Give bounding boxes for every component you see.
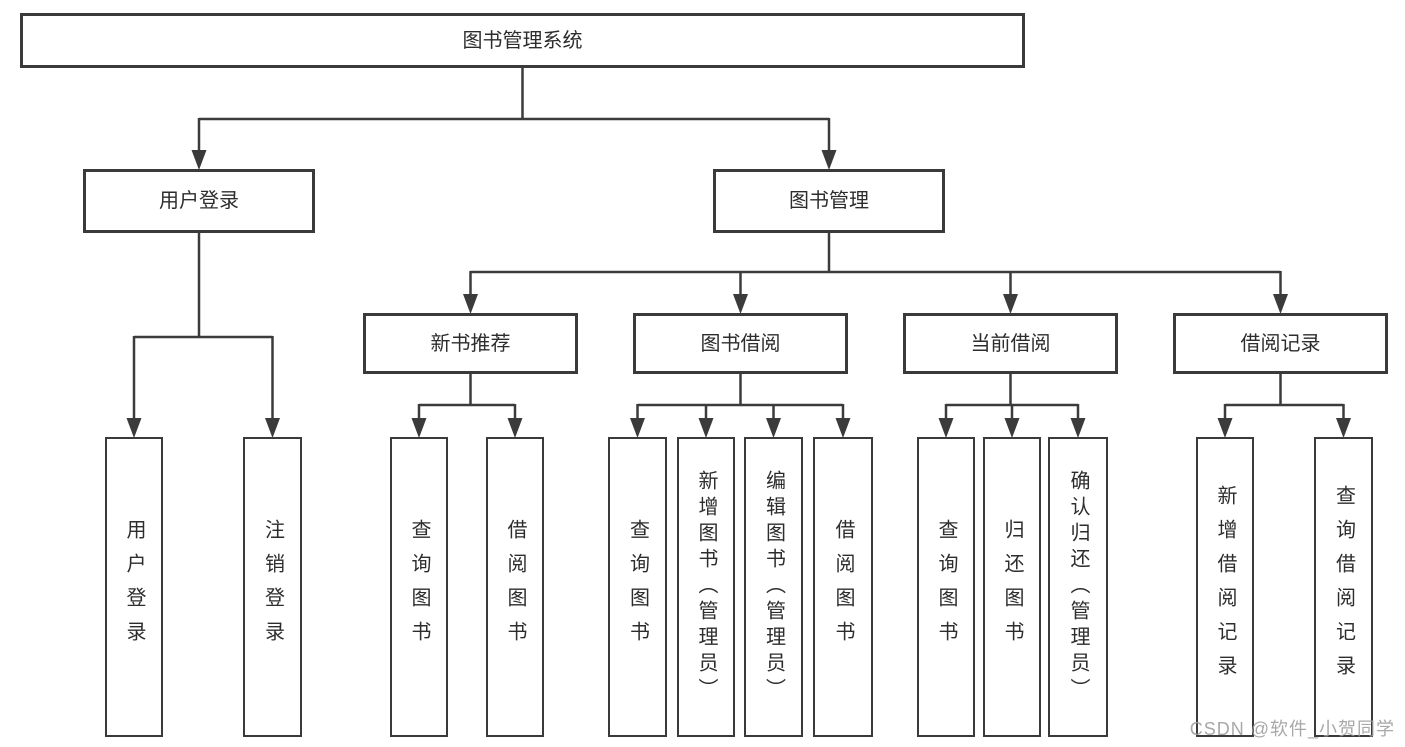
diagram-node-leaf-query-book-3: 查询图书	[917, 437, 975, 737]
diagram-node-label: 注销登录	[261, 519, 284, 655]
diagram-node-label: 查询图书	[408, 519, 430, 655]
diagram-node-label: 图书管理系统	[462, 29, 583, 52]
diagram-node-label: 借阅记录	[1240, 332, 1321, 355]
diagram-node-leaf-query-book-2: 查询图书	[608, 437, 667, 737]
diagram-node-leaf-user-login: 用户登录	[105, 437, 163, 737]
diagram-node-leaf-add-borrow-rec: 新增借阅记录	[1196, 437, 1254, 737]
diagram-node-book-mgmt: 图书管理	[713, 169, 945, 233]
diagram-node-label: 确认归还（管理员）	[1067, 470, 1089, 704]
watermark-text: CSDN @软件_小贺同学	[1189, 719, 1395, 739]
diagram-node-label: 图书管理	[789, 190, 869, 212]
arrowhead-icon	[191, 150, 207, 170]
diagram-node-label: 借阅图书	[504, 519, 526, 655]
arrowhead-icon	[698, 418, 714, 438]
diagram-node-leaf-borrow-book-1: 借阅图书	[486, 437, 544, 737]
diagram-node-leaf-borrow-book-2: 借阅图书	[813, 437, 873, 737]
diagram-node-user-login: 用户登录	[83, 169, 315, 233]
arrowhead-icon	[938, 418, 954, 438]
diagram-node-leaf-return-book: 归还图书	[983, 437, 1041, 737]
diagram-node-leaf-confirm-return: 确认归还（管理员）	[1048, 437, 1108, 737]
diagram-node-label: 归还图书	[1001, 519, 1023, 655]
arrowhead-icon	[463, 294, 478, 314]
diagram-node-root: 图书管理系统	[20, 13, 1025, 68]
arrowhead-icon	[766, 418, 781, 438]
arrowhead-icon	[126, 418, 142, 438]
diagram-node-label: 图书借阅	[700, 332, 781, 355]
diagram-node-label: 新增借阅记录	[1214, 485, 1236, 689]
diagram-node-leaf-edit-book: 编辑图书（管理员）	[744, 437, 803, 737]
arrowhead-icon	[1003, 294, 1018, 314]
diagram-node-label: 查询图书	[626, 519, 649, 655]
diagram-node-label: 用户登录	[159, 190, 239, 212]
diagram-node-current-borrow: 当前借阅	[903, 313, 1118, 374]
arrowhead-icon	[1070, 418, 1086, 438]
diagram-node-label: 当前借阅	[970, 332, 1051, 355]
diagram-node-leaf-query-borrow-rec: 查询借阅记录	[1314, 437, 1373, 737]
arrowhead-icon	[1273, 294, 1288, 314]
arrowhead-icon	[821, 150, 837, 170]
arrowhead-icon	[733, 294, 748, 314]
diagram-node-book-borrow: 图书借阅	[633, 313, 848, 374]
arrowhead-icon	[411, 418, 427, 438]
diagram-node-label: 用户登录	[123, 519, 145, 655]
diagram-node-borrow-records: 借阅记录	[1173, 313, 1388, 374]
diagram-node-new-book-rec: 新书推荐	[363, 313, 578, 374]
diagram-node-leaf-logout: 注销登录	[243, 437, 302, 737]
arrowhead-icon	[507, 418, 523, 438]
diagram-node-label: 查询借阅记录	[1332, 485, 1355, 689]
diagram-node-leaf-add-book: 新增图书（管理员）	[677, 437, 735, 737]
diagram-node-label: 新书推荐	[430, 332, 511, 355]
arrowhead-icon	[265, 418, 280, 438]
arrowhead-icon	[630, 418, 645, 438]
arrowhead-icon	[1004, 418, 1020, 438]
arrowhead-icon	[1217, 418, 1233, 438]
diagram-node-label: 新增图书（管理员）	[695, 470, 717, 704]
diagram-node-leaf-query-book-1: 查询图书	[390, 437, 448, 737]
diagram-node-label: 查询图书	[935, 519, 957, 655]
arrowhead-icon	[1336, 418, 1351, 438]
arrowhead-icon	[835, 418, 851, 438]
diagram-node-label: 编辑图书（管理员）	[762, 470, 785, 704]
diagram-node-label: 借阅图书	[832, 519, 854, 655]
